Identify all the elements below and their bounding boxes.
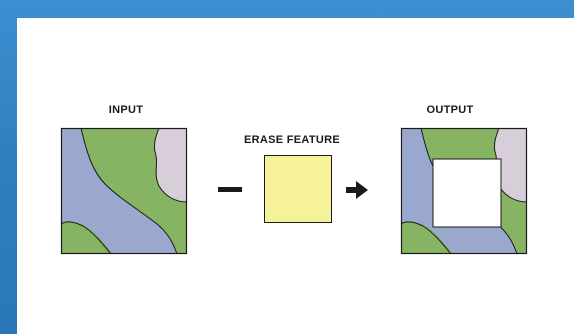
erase-feature-square (264, 155, 332, 223)
diagram-panel: INPUT ERASE FEATURE OUTPUT (17, 18, 574, 334)
input-map-border (60, 127, 188, 255)
output-erased-hole (432, 158, 502, 228)
output-map-border (400, 127, 528, 255)
input-rock-polygon (154, 128, 187, 202)
input-boundary-lines (60, 127, 188, 255)
output-rock-polygon (494, 128, 527, 202)
arrow-right-icon (346, 181, 368, 199)
output-map (400, 127, 528, 255)
input-lower-land-polygon (61, 221, 111, 254)
input-map (60, 127, 188, 255)
erase-feature-label: ERASE FEATURE (244, 134, 340, 146)
minus-operator (218, 187, 242, 192)
output-lower-land-polygon (401, 221, 451, 254)
output-label: OUTPUT (426, 104, 474, 116)
input-label: INPUT (108, 104, 144, 116)
